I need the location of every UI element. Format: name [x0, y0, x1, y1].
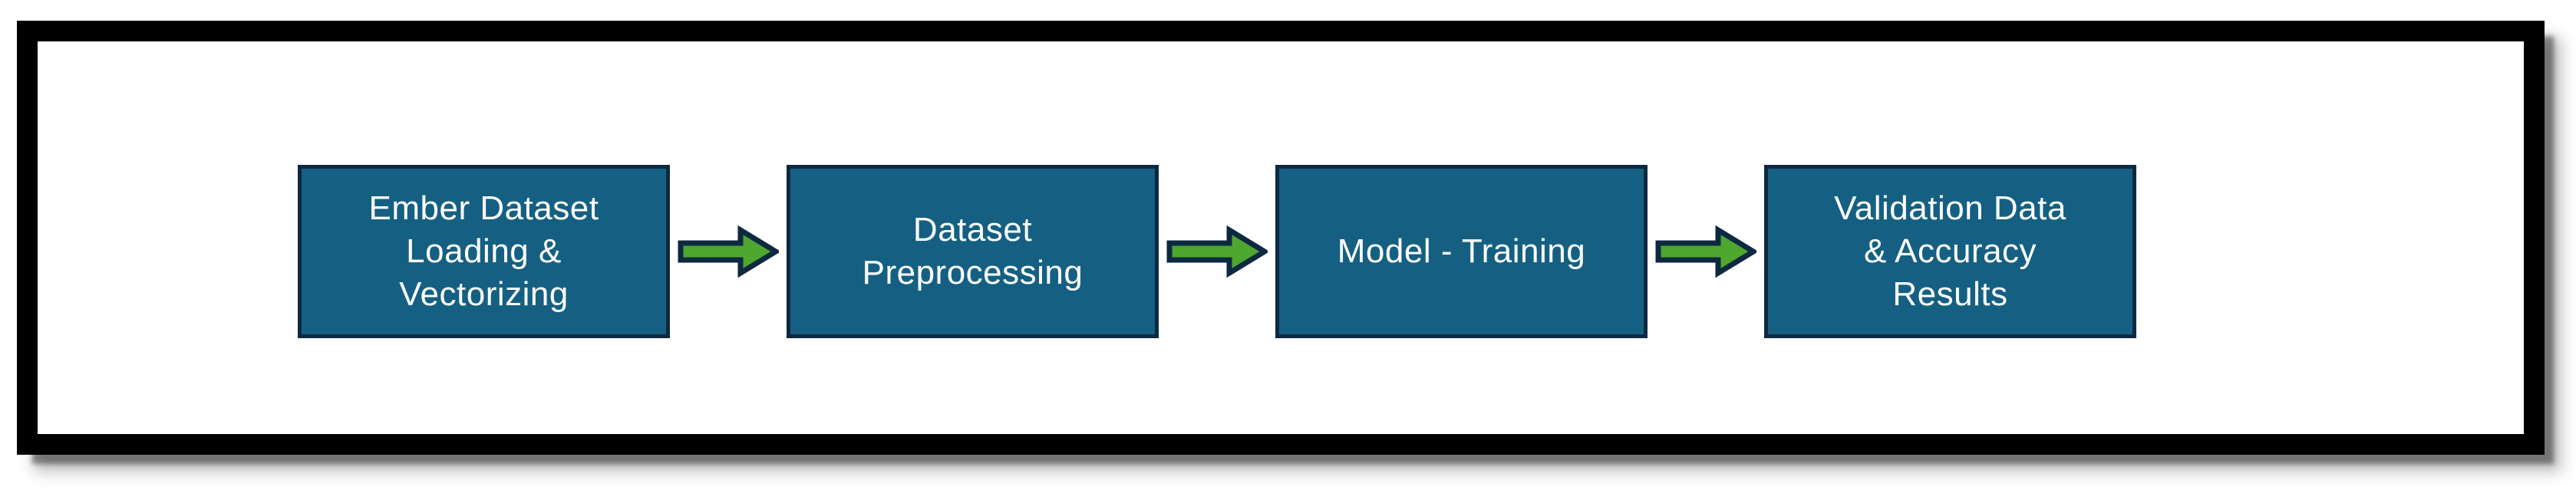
flow-connector-3: [1648, 165, 1764, 338]
right-arrow-icon: [678, 225, 779, 278]
process-box-3: Model - Training: [1275, 165, 1648, 338]
process-box-label: Model - Training: [1337, 232, 1586, 270]
slide-frame: Ember Dataset Loading & Vectorizing Data…: [17, 21, 2545, 455]
process-box-label: Dataset Preprocessing: [862, 211, 1084, 291]
right-arrow-icon: [1166, 225, 1268, 278]
flow-connector-1: [670, 165, 787, 338]
process-box-label: Validation Data & Accuracy Results: [1834, 189, 2066, 313]
process-box-2: Dataset Preprocessing: [787, 165, 1159, 338]
process-box-label: Ember Dataset Loading & Vectorizing: [368, 189, 599, 313]
flow-connector-2: [1159, 165, 1275, 338]
right-arrow-icon: [1655, 225, 1756, 278]
process-box-4: Validation Data & Accuracy Results: [1764, 165, 2136, 338]
process-box-1: Ember Dataset Loading & Vectorizing: [298, 165, 670, 338]
flowchart: Ember Dataset Loading & Vectorizing Data…: [298, 165, 2136, 338]
